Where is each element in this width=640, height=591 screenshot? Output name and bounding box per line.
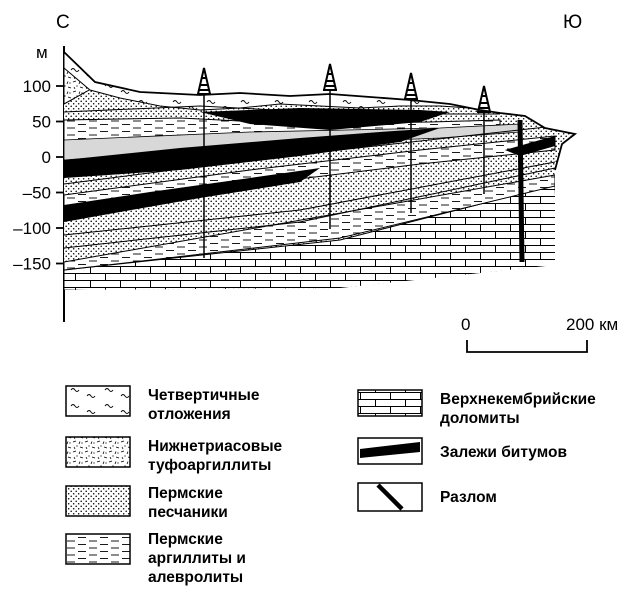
legend-item-quaternary: Четвертичные отложения	[65, 385, 260, 423]
legend-swatch-dolomite	[357, 389, 423, 417]
legend-label-line: аргиллиты и	[148, 550, 246, 567]
legend-label-line: туфоаргиллиты	[148, 457, 271, 474]
legend-label-line: Пермские	[148, 485, 223, 502]
mudstone-band-lower	[64, 174, 556, 271]
north-direction-label: С	[56, 12, 70, 33]
axis-ticks: 100 50 0 –50 –100 –150	[13, 77, 64, 274]
legend-swatch-tuff	[65, 436, 131, 468]
axis-tick-label: –50	[23, 184, 51, 203]
scale-bar: 0 200 км	[461, 315, 618, 353]
legend: Четвертичные отложения Нижнетриасовые ту…	[65, 385, 596, 586]
legend-swatch-mudstone	[65, 533, 131, 565]
axis-tick-label: –100	[13, 219, 51, 238]
legend-swatch-sandstone	[65, 485, 131, 517]
legend-label-line: доломиты	[440, 410, 520, 427]
legend-item-fault: Разлом	[357, 482, 497, 512]
axis-tick-label: 50	[32, 113, 51, 132]
axis-tick-label: 0	[42, 148, 51, 167]
fault-symbol-icon	[376, 483, 404, 511]
legend-item-tuff: Нижнетриасовые туфоаргиллиты	[65, 436, 283, 474]
oil-derrick-icon	[323, 63, 337, 229]
scale-start-label: 0	[461, 315, 470, 334]
oil-derrick-icon	[197, 67, 211, 258]
legend-item-mudstone: Пермские аргиллиты и алевролиты	[65, 531, 246, 586]
oil-derrick-icon	[477, 85, 491, 194]
cross-section-body	[64, 52, 575, 290]
bitumen-lens-right	[505, 136, 555, 156]
legend-label-line: Залежи битумов	[440, 444, 567, 461]
bitumen-lens-central	[64, 128, 440, 178]
legend-label-line: песчаники	[148, 504, 228, 521]
axis-tick-label: –150	[13, 255, 51, 274]
legend-item-sandstone: Пермские песчаники	[65, 485, 228, 521]
legend-label-line: Пермские	[148, 531, 223, 548]
legend-label-line: Нижнетриасовые	[148, 438, 283, 455]
scale-end-label: 200 км	[566, 315, 618, 334]
legend-swatch-quaternary	[65, 385, 131, 417]
legend-label-line: алевролиты	[148, 569, 243, 586]
depth-axis: м 100 50 0 –50 –100 –150	[13, 43, 65, 322]
legend-item-dolomite: Верхнекембрийские доломиты	[357, 389, 596, 427]
legend-item-bitumen: Залежи битумов	[357, 437, 567, 465]
axis-unit-label: м	[36, 43, 48, 62]
bitumen-lens-lower	[64, 168, 320, 222]
legend-label-line: Верхнекембрийские	[440, 391, 596, 408]
strata-lines	[64, 105, 556, 249]
legend-label-line: отложения	[148, 406, 231, 423]
wells-group	[197, 63, 491, 258]
south-direction-label: Ю	[563, 12, 582, 33]
oil-derrick-icon	[404, 72, 418, 213]
fault-line	[517, 119, 525, 263]
legend-label-line: Четвертичные	[148, 387, 260, 404]
legend-label-line: Разлом	[440, 489, 497, 506]
axis-tick-label: 100	[23, 77, 51, 96]
